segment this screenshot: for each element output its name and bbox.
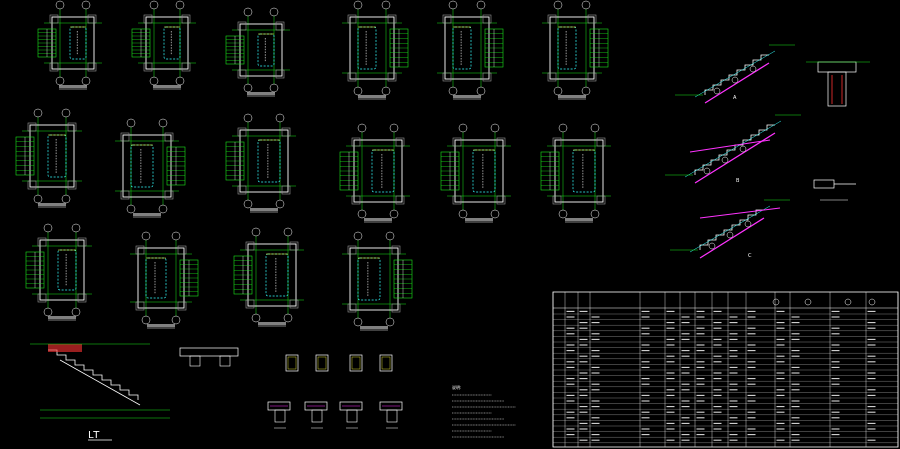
stair-plan-13: [25, 223, 92, 321]
stair-plan-5: [437, 0, 504, 100]
column-section-1: [285, 354, 299, 372]
stair-plan-7: [15, 108, 82, 208]
stair-plan-1: [37, 0, 102, 90]
stair-plan-12: [540, 123, 611, 223]
lt-stair-section: [30, 343, 239, 441]
beam-detail: [806, 61, 870, 107]
beam-section-2: [304, 401, 328, 429]
stair-plan-group: [15, 0, 611, 331]
stair-plan-3: [225, 7, 290, 97]
stair-plan-4: [342, 0, 409, 100]
beam-section-1: [267, 401, 291, 429]
stair-plan-16: [342, 231, 413, 331]
stair-plan-6: [542, 0, 609, 100]
stair-plan-10: [339, 123, 410, 223]
detail-label-c: C: [748, 253, 752, 259]
stair-plan-8: [115, 118, 186, 218]
stair-plan-11: [440, 123, 511, 223]
schedule-table: [552, 291, 899, 448]
stair-flight-section-b: [665, 114, 801, 184]
header-bubble: [868, 298, 876, 306]
stair-plan-15: [233, 227, 304, 327]
detail-label-a: A: [733, 95, 737, 101]
column-section-3: [349, 354, 363, 372]
stair-plan-14: [130, 231, 199, 329]
small-section-details: [267, 354, 516, 438]
stair-section-details: [30, 44, 870, 441]
beam-section-4: [379, 401, 403, 429]
column-section-4: [379, 354, 393, 372]
tread-detail: [813, 179, 856, 201]
stair-plan-2: [131, 0, 196, 90]
beam-section-3: [339, 401, 363, 429]
header-bubble: [772, 298, 780, 306]
detail-label-b: B: [736, 178, 740, 184]
stair-plan-9: [225, 113, 296, 213]
table-border: [552, 291, 899, 448]
stair-flight-section-a: [675, 44, 795, 104]
header-bubble: [804, 298, 812, 306]
stair-flight-section-c: [670, 199, 790, 259]
stair-section-title: LT: [88, 430, 101, 441]
column-section-2: [315, 354, 329, 372]
header-bubble: [844, 298, 852, 306]
notes-heading: 说明:: [452, 385, 462, 390]
